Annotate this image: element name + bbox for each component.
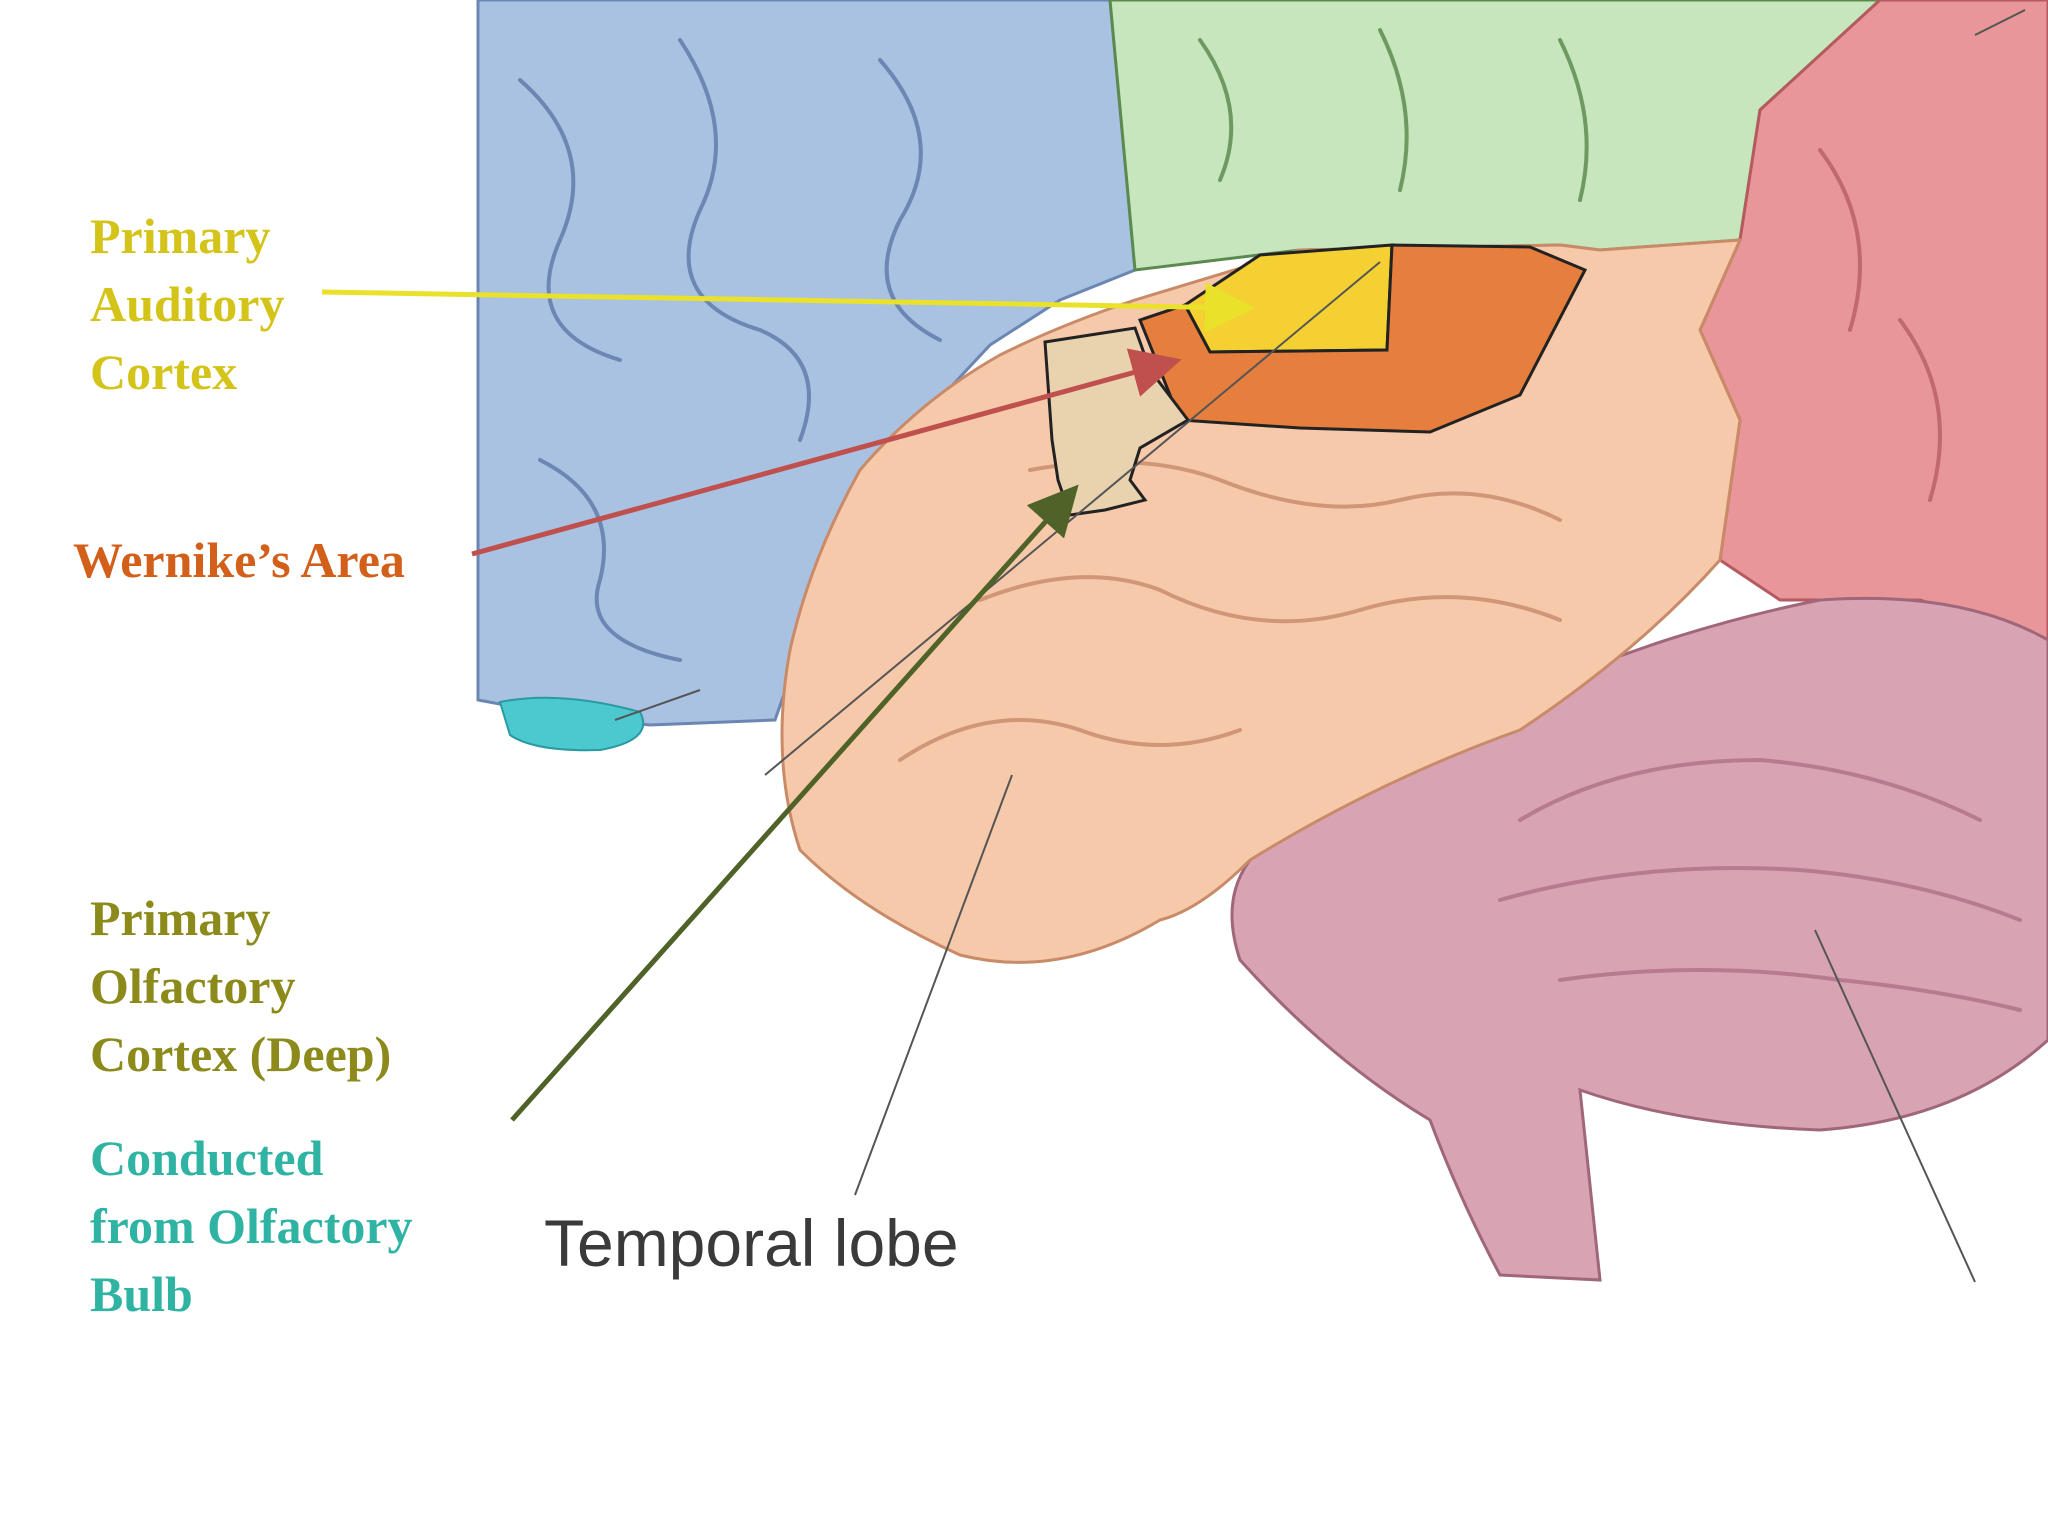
label-line: Primary bbox=[90, 208, 271, 264]
label-line: from Olfactory bbox=[90, 1198, 413, 1254]
gyri-lines bbox=[518, 28, 2022, 1012]
cerebellum bbox=[1230, 596, 2048, 1282]
label-line: Bulb bbox=[90, 1266, 193, 1322]
olfactory-bulb bbox=[498, 696, 645, 752]
label-line: Cortex (Deep) bbox=[90, 1026, 392, 1082]
wernike-area bbox=[1138, 243, 1588, 434]
arrow-wernike bbox=[471, 348, 1182, 557]
arrow-primary-auditory bbox=[321, 282, 1255, 333]
label-line: Cortex bbox=[90, 344, 238, 400]
wernike-area-label: Wernike’s Area bbox=[73, 526, 405, 594]
label-line: Olfactory bbox=[90, 958, 296, 1014]
arrow-olfactory bbox=[510, 484, 1079, 1122]
temporal-lobe bbox=[780, 238, 1743, 964]
primary-auditory-cortex-label: Primary Auditory Cortex bbox=[90, 202, 284, 406]
label-line: Primary bbox=[90, 890, 271, 946]
label-line: Wernike’s Area bbox=[73, 532, 405, 588]
conducted-from-olfactory-bulb-label: Conducted from Olfactory Bulb bbox=[90, 1124, 413, 1328]
label-line: Auditory bbox=[90, 276, 285, 332]
temporal-lobe-label: Temporal lobe bbox=[544, 1206, 959, 1280]
label-line: Conducted bbox=[90, 1130, 324, 1186]
primary-olfactory-cortex-label: Primary Olfactory Cortex (Deep) bbox=[90, 884, 391, 1088]
